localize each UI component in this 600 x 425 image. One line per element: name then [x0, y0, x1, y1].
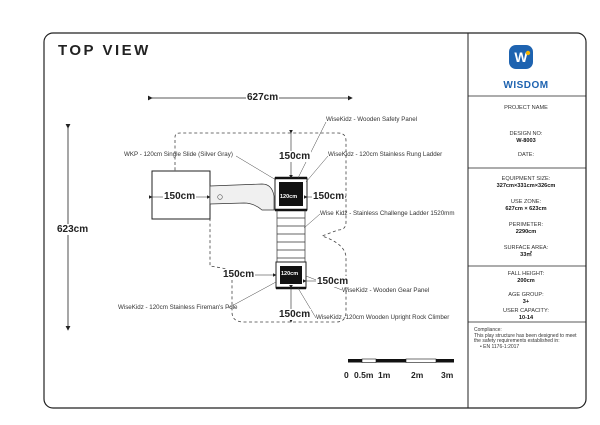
scale-label-half: 0.5m — [354, 370, 374, 380]
safety-panel-label: WiseKidz - Wooden Safety Panel — [326, 116, 418, 123]
scale-label-2: 2m — [411, 370, 424, 380]
design-no-value: W-8003 — [516, 138, 536, 144]
use-zone-value: 627cm × 623cm — [505, 206, 547, 212]
surface-area-field: SURFACE AREA: 33㎡ — [470, 245, 582, 259]
compliance-standard: • EN 1176-1:2017 — [480, 343, 520, 350]
tower-right-dimension: 150cm — [312, 191, 346, 202]
surface-area-label: SURFACE AREA: — [503, 245, 549, 251]
compliance-label: Compliance: — [474, 327, 502, 333]
overall-width-label: 627cm — [246, 92, 280, 103]
compliance-note: Compliance: This play structure has been… — [474, 327, 578, 350]
fireman-pole-label: WiseKidz - 120cm Stainless Fireman's Pol… — [118, 304, 238, 311]
brand-name: WISDOM — [503, 80, 549, 91]
age-group-label: AGE GROUP: — [508, 292, 544, 298]
equipment-size-field: EQUIPMENT SIZE: 327cm×331cm×326cm — [470, 176, 582, 190]
slide-exit-dimension: 150cm — [163, 191, 197, 202]
user-capacity-value: 10-14 — [518, 315, 534, 321]
bottom-dimension: 150cm — [278, 309, 312, 320]
scale-label-1: 1m — [378, 370, 391, 380]
fall-height-label: FALL HEIGHT: — [507, 271, 545, 277]
rung-ladder-label: WiseKidz - 120cm Stainless Rung Ladder — [328, 151, 443, 158]
equipment-size-value: 327cm×331cm×326cm — [496, 183, 556, 189]
upper-tower — [274, 176, 308, 212]
overall-depth-label: 623cm — [56, 224, 90, 235]
upper-tower-label: 120cm — [280, 194, 298, 200]
slide-label: WKP - 120cm Single Slide (Silver Gray) — [124, 151, 233, 158]
user-capacity-field: USER CAPACITY: 10-14 — [470, 308, 582, 322]
slide-shape — [209, 183, 275, 211]
compliance-text: This play structure has been designed to… — [474, 332, 577, 345]
rock-climber-label: WiseKidz -120cm Wooden Upright Rock Clim… — [316, 314, 450, 321]
project-name-label: PROJECT NAME — [504, 105, 548, 111]
design-no-field: DESIGN NO: W-8003 — [470, 131, 582, 145]
tower-left-dimension: 150cm — [222, 269, 256, 280]
drawing-title: TOP VIEW — [58, 42, 151, 59]
lower-tower-label: 120cm — [281, 271, 299, 277]
use-zone-outline — [174, 132, 347, 323]
svg-text:W: W — [514, 49, 528, 65]
user-capacity-label: USER CAPACITY: — [503, 308, 549, 314]
fall-height-value: 200cm — [517, 278, 535, 284]
project-name-field: PROJECT NAME — [470, 105, 582, 112]
age-group-field: AGE GROUP: 3+ — [470, 292, 582, 306]
date-field: DATE: — [470, 152, 582, 159]
perimeter-label: PERIMETER: — [508, 222, 544, 228]
surface-area-value: 33㎡ — [520, 252, 532, 258]
tower-top-dimension: 150cm — [278, 151, 312, 162]
date-label: DATE: — [517, 152, 535, 158]
challenge-ladder — [276, 210, 306, 262]
sheet-border — [43, 32, 587, 409]
design-no-label: DESIGN NO: — [509, 131, 543, 137]
perimeter-field: PERIMETER: 2290cm — [470, 222, 582, 236]
gear-panel-label: WiseKidz - Wooden Gear Panel — [342, 287, 430, 294]
perimeter-value: 2290cm — [515, 229, 537, 235]
title-block-lines — [468, 95, 586, 323]
use-zone-field: USE ZONE: 627cm × 623cm — [470, 199, 582, 213]
challenge-ladder-label: Wise Kidz - Stainless Challenge Ladder 1… — [320, 210, 455, 217]
scale-bar — [348, 358, 454, 363]
equipment-size-label: EQUIPMENT SIZE: — [501, 176, 551, 182]
age-group-value: 3+ — [522, 299, 530, 305]
wisdom-logo-icon: W — [509, 45, 533, 69]
use-zone-label: USE ZONE: — [510, 199, 542, 205]
compliance-standard-value: EN 1176-1:2017 — [483, 343, 520, 350]
scale-label-0: 0 — [344, 370, 349, 380]
fall-height-field: FALL HEIGHT: 200cm — [470, 271, 582, 285]
bottom-right-dimension: 150cm — [316, 276, 350, 287]
scale-label-3: 3m — [441, 370, 454, 380]
